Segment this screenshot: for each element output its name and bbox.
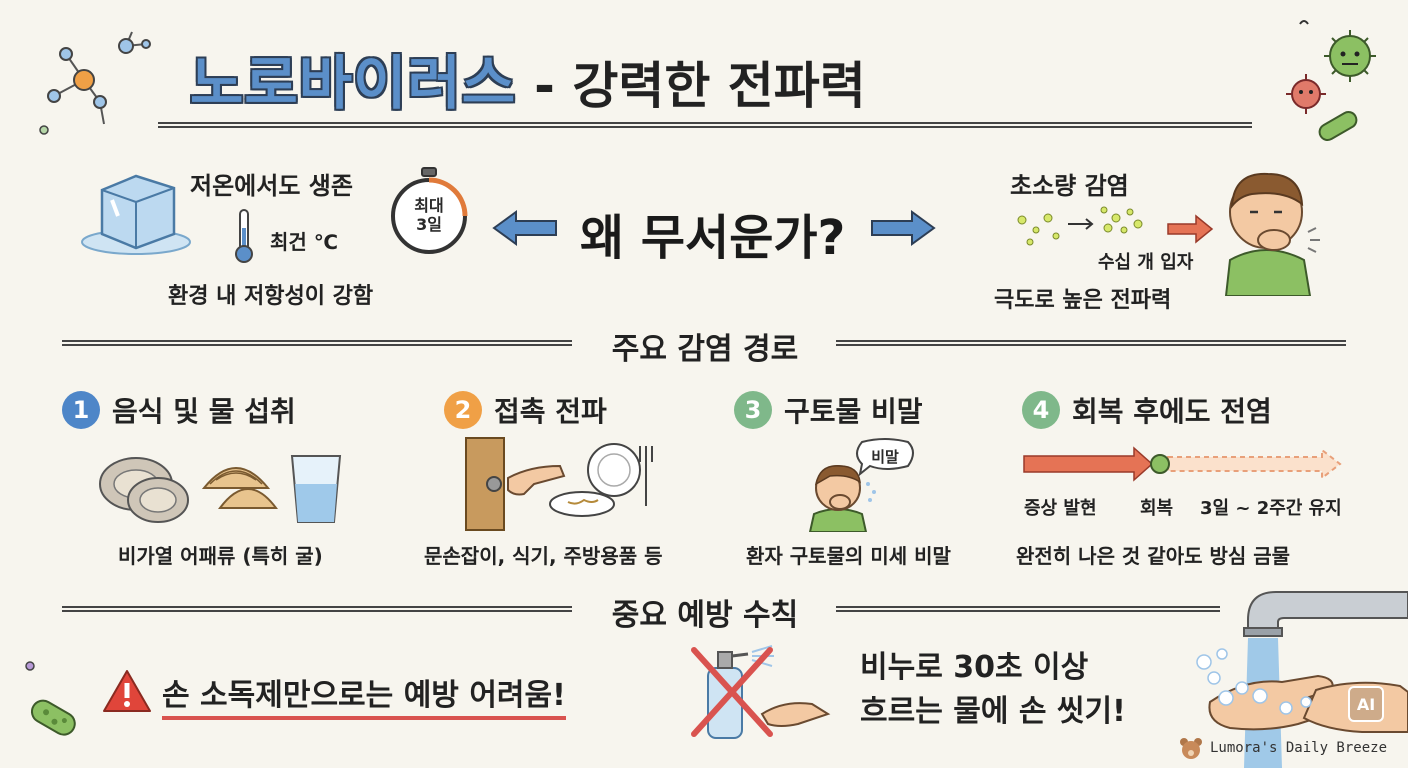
molecule-icon [39, 31, 151, 135]
route-4-number: 4 [1022, 391, 1060, 429]
left-heading: 저온에서도 생존 [190, 172, 353, 200]
route-4-caption: 완전히 나은 것 같아도 방심 금물 [1016, 544, 1291, 568]
route-2-number: 2 [444, 391, 482, 429]
timeline-duration: 3일 ~ 2주간 유지 [1200, 498, 1342, 519]
route-1-title: 1 음식 및 물 섭취 [62, 390, 296, 430]
page-title: 노로바이러스 - 강력한 전파력 [190, 36, 866, 120]
oysters-clams-glass-icon [99, 455, 342, 523]
title-sub: - 강력한 전파력 [534, 57, 866, 115]
title-main: 노로바이러스 [190, 49, 517, 117]
right-heading: 초소량 감염 [1010, 172, 1129, 200]
sanitizer-crossed-icon [691, 645, 831, 739]
particles-icon [1017, 206, 1143, 246]
brand-footer: Lumora's Daily Breeze [1178, 736, 1387, 760]
bubble-text: 비말 [871, 448, 899, 466]
route-1-label: 음식 및 물 섭취 [112, 395, 296, 428]
route-3-title: 3 구토물 비말 [734, 390, 923, 430]
timeline-recover: 회복 [1140, 498, 1174, 519]
sick-person-icon [1224, 172, 1320, 296]
virus-icon [1286, 20, 1376, 141]
why-heading: 왜 무서운가? [580, 210, 846, 266]
prevention-heading: 중요 예방 수칙 [611, 598, 799, 633]
warning-icon [103, 670, 151, 712]
brand-text: Lumora's Daily Breeze [1210, 740, 1388, 756]
right-caption: 극도로 높은 전파력 [994, 288, 1172, 313]
thermometer-icon [235, 209, 253, 263]
route-3-label: 구토물 비말 [784, 395, 923, 428]
route-4-title: 4 회복 후에도 전염 [1022, 390, 1272, 430]
bacteria-icon [25, 661, 76, 736]
bear-logo-icon [1180, 738, 1202, 759]
door-hand-dishes-icon [465, 437, 653, 531]
timer-label: 최대 3일 [414, 196, 444, 234]
route-2-label: 접촉 전파 [494, 395, 607, 428]
stopwatch-icon: 최대 3일 [388, 166, 470, 256]
timeline-symptom: 증상 발현 [1024, 498, 1097, 519]
left-caption: 환경 내 저항성이 강함 [168, 284, 374, 309]
warning-text: 손 소독제만으로는 예방 어려움! [162, 670, 566, 720]
route-1-caption: 비가열 어패류 (특히 굴) [118, 544, 323, 568]
arrow-left-icon [492, 210, 557, 246]
recovery-timeline-icon [1023, 446, 1342, 482]
temp-label: 최건 ℃ [270, 230, 338, 254]
speech-bubble: 비말 [852, 438, 918, 478]
title-divider [158, 122, 1252, 128]
vomiting-child-icon [808, 465, 876, 532]
route-1-number: 1 [62, 391, 100, 429]
red-arrow-icon [1167, 214, 1214, 244]
particles-label: 수십 개 입자 [1098, 252, 1194, 273]
ice-cube-icon [81, 174, 191, 255]
wash-instruction: 비누로 30초 이상 흐르는 물에 손 씻기! [860, 648, 1126, 732]
route-3-number: 3 [734, 391, 772, 429]
ai-badge-text: AI [1356, 694, 1376, 714]
routes-heading: 주요 감염 경로 [611, 332, 799, 367]
route-2-caption: 문손잡이, 식기, 주방용품 등 [424, 544, 663, 568]
ai-badge: AI [1348, 686, 1384, 722]
routes-divider-right [836, 340, 1346, 346]
prevention-divider-left [62, 606, 572, 612]
route-2-title: 2 접촉 전파 [444, 390, 607, 430]
route-3-caption: 환자 구토물의 미세 비말 [746, 544, 951, 568]
prevention-divider-right [836, 606, 1220, 612]
route-4-label: 회복 후에도 전염 [1072, 395, 1272, 428]
wash-line-1: 비누로 30초 이상 [860, 650, 1089, 685]
routes-divider-left [62, 340, 572, 346]
wash-line-2: 흐르는 물에 손 씻기! [860, 694, 1126, 729]
arrow-right-icon [871, 210, 936, 246]
